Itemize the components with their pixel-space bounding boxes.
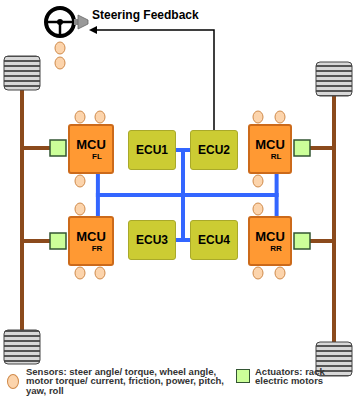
tire xyxy=(4,330,40,364)
actuator xyxy=(50,233,66,249)
legend-text: Sensors: steer angle/ torque, wheel angl… xyxy=(26,367,230,395)
unit-name: ECU1 xyxy=(136,144,168,157)
bus-line xyxy=(181,148,185,242)
actuator xyxy=(50,140,66,156)
legend-swatch xyxy=(236,369,250,383)
tie-rod xyxy=(310,239,334,243)
wheel-position: RL xyxy=(271,152,282,161)
bus-line xyxy=(96,193,279,197)
control-unit: ECU3 xyxy=(128,220,176,260)
motor-control-unit: MCURL xyxy=(248,124,292,174)
tire xyxy=(4,56,40,90)
wheel-position: FL xyxy=(92,152,102,161)
unit-name: MCU xyxy=(76,230,106,244)
wheel-position: FR xyxy=(92,244,103,253)
motor-control-unit: MCUFL xyxy=(68,124,114,174)
unit-name: ECU2 xyxy=(198,144,230,157)
motor-control-unit: MCUFR xyxy=(68,216,114,266)
unit-name: MCU xyxy=(255,138,285,152)
unit-name: MCU xyxy=(255,230,285,244)
feedback-arrow xyxy=(89,26,214,130)
unit-name: ECU4 xyxy=(198,234,230,247)
tie-rod xyxy=(22,239,50,243)
actuator xyxy=(294,140,310,156)
control-unit: ECU2 xyxy=(190,130,238,170)
tie-rod xyxy=(310,146,334,150)
tie-rod xyxy=(22,146,50,150)
axle xyxy=(20,88,24,332)
axle xyxy=(332,96,336,342)
legend-swatch xyxy=(7,374,19,389)
figure-label: Steering Feedback xyxy=(92,8,199,22)
motor-control-unit: MCURR xyxy=(248,216,292,266)
legend-text: Actuators: rack electric motors xyxy=(255,367,351,386)
steering-wheel xyxy=(46,8,88,36)
wheel-position: RR xyxy=(270,244,282,253)
actuator xyxy=(294,233,310,249)
tire xyxy=(316,62,352,96)
control-unit: ECU4 xyxy=(190,220,238,260)
unit-name: ECU3 xyxy=(136,234,168,247)
unit-name: MCU xyxy=(76,138,106,152)
control-unit: ECU1 xyxy=(128,130,176,170)
